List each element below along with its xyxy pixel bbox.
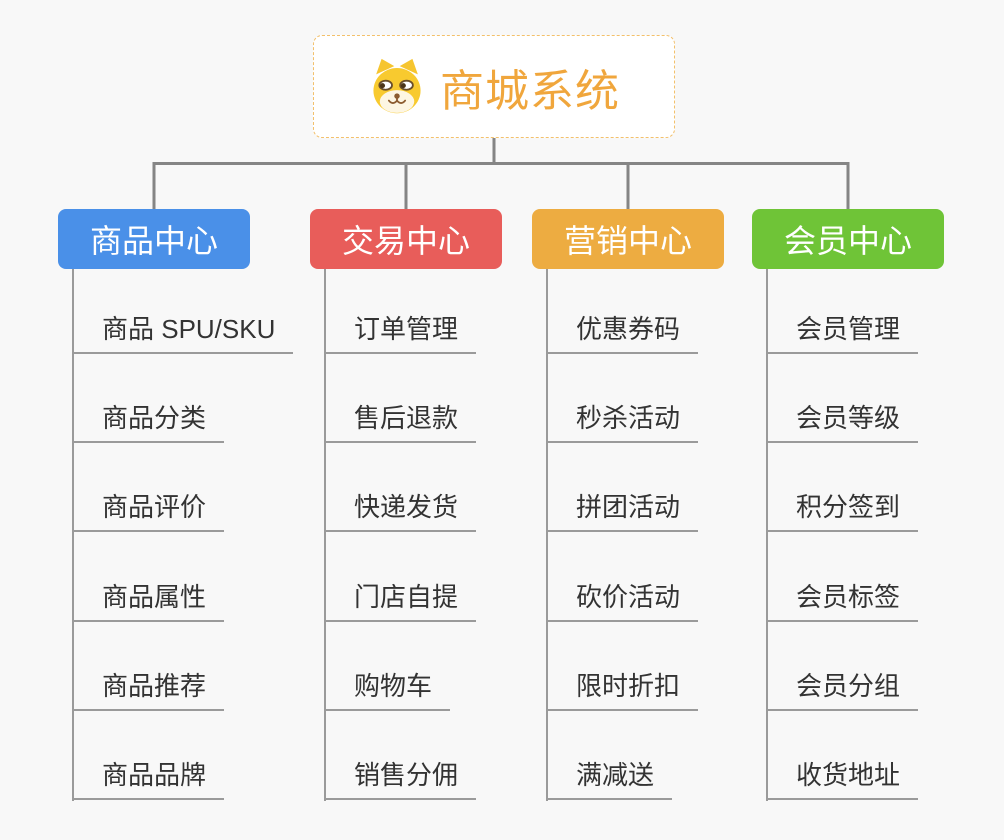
leaf-label: 购物车	[354, 671, 433, 701]
leaf-node[interactable]: 订单管理	[324, 314, 477, 354]
leaf-label: 快递发货	[354, 492, 459, 522]
branch-trunk-line	[766, 269, 768, 801]
root-node[interactable]: 商城系统	[313, 35, 675, 138]
leaf-label: 订单管理	[354, 314, 459, 344]
leaf-label: 会员分组	[796, 671, 901, 701]
leaf-label: 商品评价	[102, 492, 207, 522]
leaf-node[interactable]: 会员管理	[766, 314, 919, 354]
leaf-node[interactable]: 购物车	[324, 671, 451, 711]
branch-trunk-line	[72, 269, 74, 801]
leaf-label: 销售分佣	[354, 760, 459, 790]
leaf-node[interactable]: 销售分佣	[324, 760, 477, 800]
leaf-node[interactable]: 秒杀活动	[546, 403, 699, 443]
branch-trunk-line	[324, 269, 326, 801]
leaf-node[interactable]: 商品评价	[72, 492, 225, 532]
leaf-label: 售后退款	[354, 403, 459, 433]
leaf-node[interactable]: 拼团活动	[546, 492, 699, 532]
leaf-node[interactable]: 门店自提	[324, 582, 477, 622]
leaf-node[interactable]: 会员等级	[766, 403, 919, 443]
leaf-label: 收货地址	[796, 760, 901, 790]
branch-trade-center[interactable]: 交易中心	[310, 209, 502, 269]
branch-label: 交易中心	[341, 223, 470, 259]
leaf-node[interactable]: 会员标签	[766, 582, 919, 622]
leaf-label: 满减送	[576, 760, 655, 790]
dog-icon	[368, 58, 426, 116]
leaf-label: 积分签到	[796, 492, 901, 522]
leaf-node[interactable]: 优惠券码	[546, 314, 699, 354]
leaf-node[interactable]: 收货地址	[766, 760, 919, 800]
leaf-label: 优惠券码	[576, 314, 681, 344]
leaf-node[interactable]: 砍价活动	[546, 582, 699, 622]
leaf-label: 会员管理	[796, 314, 901, 344]
leaf-label: 商品 SPU/SKU	[102, 314, 276, 344]
leaf-node[interactable]: 售后退款	[324, 403, 477, 443]
leaf-label: 会员标签	[796, 582, 901, 612]
leaf-node[interactable]: 商品属性	[72, 582, 225, 622]
leaf-node[interactable]: 商品推荐	[72, 671, 225, 711]
leaf-node[interactable]: 商品分类	[72, 403, 225, 443]
leaf-node[interactable]: 限时折扣	[546, 671, 699, 711]
branch-label: 商品中心	[89, 223, 218, 259]
leaf-label: 拼团活动	[576, 492, 681, 522]
leaf-node[interactable]: 商品 SPU/SKU	[72, 314, 294, 354]
leaf-label: 商品分类	[102, 403, 207, 433]
branch-label: 营销中心	[563, 223, 692, 259]
leaf-label: 商品品牌	[102, 760, 207, 790]
branch-trunk-line	[546, 269, 548, 801]
leaf-label: 限时折扣	[576, 671, 681, 701]
leaf-label: 商品推荐	[102, 671, 207, 701]
leaf-node[interactable]: 满减送	[546, 760, 673, 800]
leaf-node[interactable]: 快递发货	[324, 492, 477, 532]
leaf-node[interactable]: 商品品牌	[72, 760, 225, 800]
branch-label: 会员中心	[783, 223, 912, 259]
branch-marketing-center[interactable]: 营销中心	[532, 209, 724, 269]
branch-product-center[interactable]: 商品中心	[58, 209, 250, 269]
leaf-label: 商品属性	[102, 582, 207, 612]
leaf-label: 秒杀活动	[576, 403, 681, 433]
leaf-node[interactable]: 积分签到	[766, 492, 919, 532]
leaf-label: 砍价活动	[576, 582, 681, 612]
leaf-label: 门店自提	[354, 582, 459, 612]
leaf-node[interactable]: 会员分组	[766, 671, 919, 711]
root-title: 商城系统	[440, 66, 620, 116]
branch-member-center[interactable]: 会员中心	[752, 209, 944, 269]
leaf-label: 会员等级	[796, 403, 901, 433]
